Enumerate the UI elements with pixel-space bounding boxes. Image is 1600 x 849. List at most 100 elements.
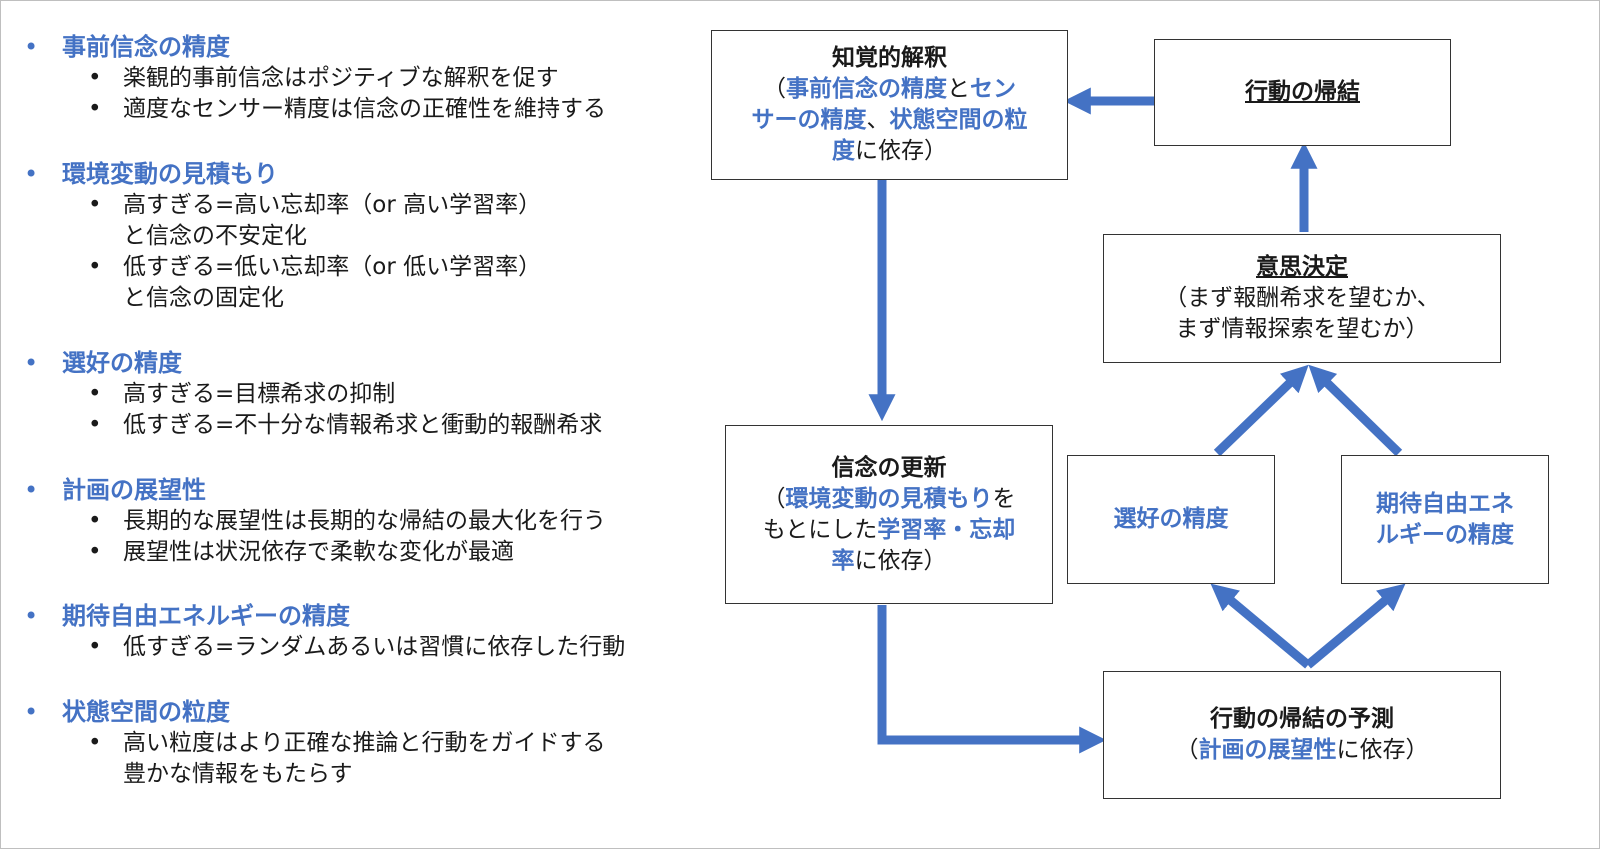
topic-title-text: 状態空間の粒度 <box>62 698 230 726</box>
topic-sub-item: • 展望性は状況依存で柔軟な変化が最適 <box>24 537 724 568</box>
highlight-rate: 率 <box>831 547 855 574</box>
sub-bullet-icon: • <box>88 254 102 280</box>
preference-box: 選好の精度 <box>1067 455 1275 584</box>
comma: 、 <box>866 107 890 133</box>
highlight-granularity-b: 度 <box>832 138 855 164</box>
bullet-icon: • <box>24 349 39 377</box>
topic-sub-item-text: 展望性は状況依存で柔軟な変化が最適 <box>123 539 514 565</box>
prediction-desc: （計画の展望性に依存） <box>1176 735 1429 766</box>
topic-sub-item: と信念の固定化 <box>24 283 724 314</box>
sub-bullet-icon: • <box>88 65 102 91</box>
decision-title: 意思決定 <box>1256 254 1348 280</box>
efe-line-1: 期待自由エネ <box>1376 490 1514 517</box>
consequence-title: 行動の帰結 <box>1245 79 1360 105</box>
topic-sub-item: 豊かな情報をもたらす <box>24 759 724 790</box>
topic-sub-item-text: 高い粒度はより正確な推論と行動をガイドする <box>123 730 606 756</box>
topic-block: •環境変動の見積もり•高すぎる=高い忘却率（or 高い学習率）と信念の不安定化•… <box>24 159 724 314</box>
topic-block: • 計画の展望性 • 長期的な展望性は長期的な帰結の最大化を行う • 展望性は状況依存で柔… <box>24 475 724 568</box>
topic-sub-item-text: 適度なセンサー精度は信念の正確性を維持する <box>123 96 606 122</box>
highlight-planning-horizon: 計画の展望性 <box>1198 737 1337 763</box>
bullet-icon: • <box>24 698 39 726</box>
perception-box: 知覚的解釈 （事前信念の精度とセン サーの精度、状態空間の粒 度に依存） <box>711 30 1068 180</box>
belief-update-box: 信念の更新 （環境変動の見積もりを もとにした学習率・忘却 率に依存） <box>725 425 1053 604</box>
topic-sub-item: • 高すぎる=目標希求の抑制 <box>24 379 724 410</box>
decision-line-1: （まず報酬希求を望むか、 <box>1164 285 1440 311</box>
perception-desc-line-3: 度に依存） <box>832 136 947 167</box>
topic-title-text: 期待自由エネルギーの精度 <box>62 602 350 630</box>
depends-text: に依存） <box>1336 737 1429 763</box>
belief-update-title: 信念の更新 <box>831 454 947 481</box>
belief-desc-line-2: もとにした学習率・忘却 <box>763 515 1016 546</box>
topic-title-text: 選好の精度 <box>62 349 182 377</box>
topic-title: • 期待自由エネルギーの精度 <box>24 601 724 632</box>
sub-bullet-icon: • <box>88 634 102 660</box>
topic-sub-item-text: 楽観的事前信念はポジティブな解釈を促す <box>123 65 559 91</box>
efe-line-2: ルギーの精度 <box>1376 521 1514 548</box>
belief-desc-line-3: 率に依存） <box>832 546 947 577</box>
sub-bullet-icon: • <box>88 96 102 122</box>
topic-title-text: 環境変動の見積もり <box>62 160 278 188</box>
preference-title: 選好の精度 <box>1113 506 1229 532</box>
topic-sub-item: • 低すぎる=不十分な情報希求と衝動的報酬希求 <box>24 410 724 441</box>
paren-open: （ <box>1175 737 1199 763</box>
depends-text: に依存） <box>854 547 947 574</box>
perception-title: 知覚的解釈 <box>832 45 947 71</box>
bullet-icon: • <box>24 476 39 504</box>
highlight-sensor-a: セン <box>970 76 1016 102</box>
topic-block: • 状態空間の粒度 • 高い粒度はより正確な推論と行動をガイドする豊かな情報をもたらす <box>24 697 724 790</box>
topic-title: • 環境変動の見積もり <box>24 159 724 190</box>
topic-sub-item: • 適度なセンサー精度は信念の正確性を維持する <box>24 94 724 125</box>
highlight-granularity-a: 状態空間の粒 <box>889 107 1028 133</box>
topic-sub-item-text: 低すぎる=ランダムあるいは習慣に依存した行動 <box>123 634 626 660</box>
topic-title: • 計画の展望性 <box>24 475 724 506</box>
bullet-icon: • <box>24 33 39 61</box>
topic-sub-item: • 楽観的事前信念はポジティブな解釈を促す <box>24 63 724 94</box>
decision-box: 意思決定 （まず報酬希求を望むか、 まず情報探索を望むか） <box>1103 234 1501 363</box>
paren-open: （ <box>762 485 786 512</box>
topic-sub-item-text: 長期的な展望性は長期的な帰結の最大化を行う <box>123 508 606 534</box>
sub-bullet-icon: • <box>88 730 102 756</box>
highlight-sensor-b: サーの精度 <box>751 107 867 133</box>
decision-line-2: まず情報探索を望むか） <box>1175 316 1429 342</box>
topic-block: • 事前信念の精度 • 楽観的事前信念はポジティブな解釈を促す • 適度なセンサー精度は信… <box>24 32 724 125</box>
highlight-learning-rate: 学習率・忘却 <box>877 516 1016 543</box>
highlight-prior-precision: 事前信念の精度 <box>786 76 947 102</box>
topic-title-text: 事前信念の精度 <box>62 33 230 61</box>
topic-sub-item-text: 豊かな情報をもたらす <box>123 761 353 787</box>
belief-desc-line-1: （環境変動の見積もりを <box>763 484 1016 515</box>
topic-sub-item: • 高い粒度はより正確な推論と行動をガイドする <box>24 728 724 759</box>
topic-sub-item: • 低すぎる=ランダムあるいは習慣に依存した行動 <box>24 632 724 663</box>
topic-title: • 状態空間の粒度 <box>24 697 724 728</box>
bullet-icon: • <box>24 160 39 188</box>
topic-sub-item-text: と信念の固定化 <box>123 285 284 311</box>
depends-text: に依存） <box>855 138 947 164</box>
topic-title-text: 計画の展望性 <box>62 476 206 504</box>
topic-sub-item-text: 高すぎる=高い忘却率（or 高い学習率） <box>123 192 542 218</box>
topic-sub-item: • 長期的な展望性は長期的な帰結の最大化を行う <box>24 506 724 537</box>
sub-bullet-icon: • <box>88 508 102 534</box>
topic-sub-item-text: 低すぎる=低い忘却率（or 低い学習率） <box>123 254 542 280</box>
sub-bullet-icon: • <box>88 412 102 438</box>
topic-sub-item: と信念の不安定化 <box>24 221 724 252</box>
prediction-title: 行動の帰結の予測 <box>1210 706 1394 732</box>
topic-block: • 選好の精度 • 高すぎる=目標希求の抑制 • 低すぎる=不十分な情報希求と衝動的報酬希… <box>24 348 724 441</box>
sub-bullet-icon: • <box>88 381 102 407</box>
topic-sub-item-text: 高すぎる=目標希求の抑制 <box>123 381 396 407</box>
topic-title: • 事前信念の精度 <box>24 32 724 63</box>
topic-sub-item: • 高すぎる=高い忘却率（or 高い学習率） <box>24 190 724 221</box>
prediction-box: 行動の帰結の予測 （計画の展望性に依存） <box>1103 671 1501 799</box>
perception-desc-line-1: （事前信念の精度とセン <box>763 74 1016 105</box>
perception-desc-line-2: サーの精度、状態空間の粒 <box>752 105 1028 136</box>
sub-bullet-icon: • <box>88 539 102 565</box>
consequence-box: 行動の帰結 <box>1154 39 1451 146</box>
conjunction: と <box>947 76 970 102</box>
topic-sub-item-text: 低すぎる=不十分な情報希求と衝動的報酬希求 <box>123 412 603 438</box>
sub-bullet-icon: • <box>88 192 102 218</box>
topic-sub-item-text: と信念の不安定化 <box>123 223 307 249</box>
particle: を <box>992 485 1016 512</box>
topic-sub-item: • 低すぎる=低い忘却率（or 低い学習率） <box>24 252 724 283</box>
bullet-icon: • <box>24 602 39 630</box>
efe-box: 期待自由エネ ルギーの精度 <box>1341 455 1549 584</box>
topic-block: • 期待自由エネルギーの精度 • 低すぎる=ランダムあるいは習慣に依存した行動 <box>24 601 724 663</box>
highlight-env-volatility: 環境変動の見積もり <box>785 485 993 512</box>
